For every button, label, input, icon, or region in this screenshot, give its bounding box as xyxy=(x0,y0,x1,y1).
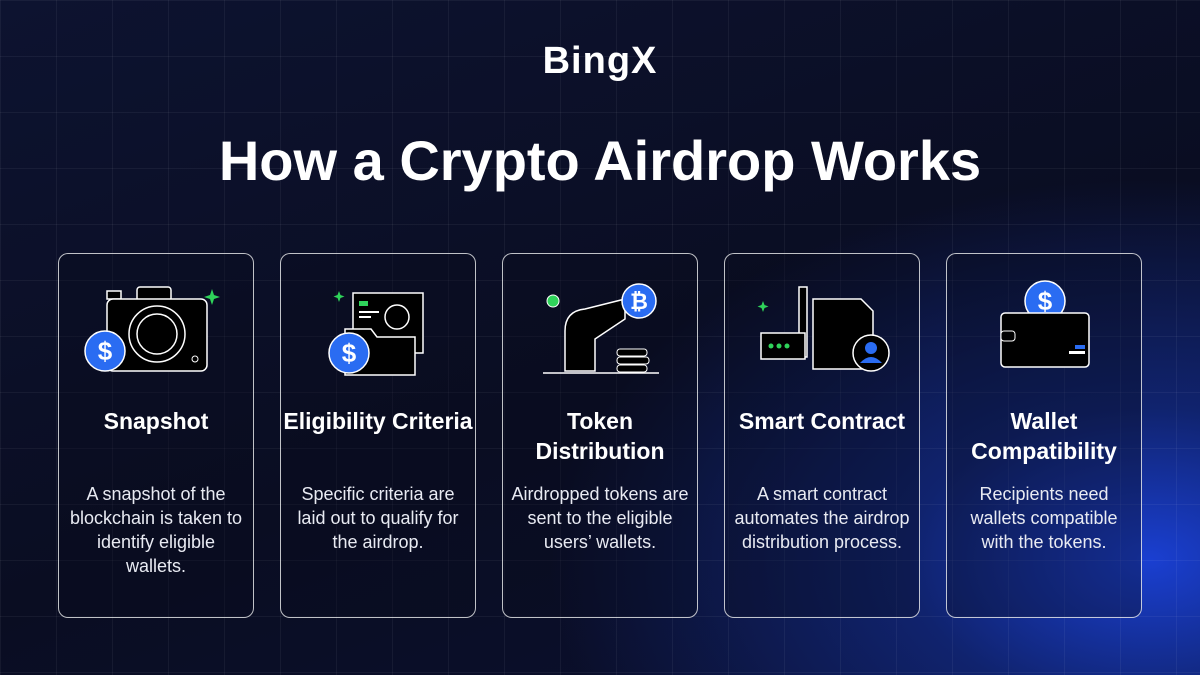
svg-text:$: $ xyxy=(98,336,113,366)
card-token-distribution: ₿ Token Distribution Airdropped tokens a… xyxy=(502,253,698,618)
page-title: How a Crypto Airdrop Works xyxy=(218,129,982,192)
card-wallet-compatibility: $ Wallet Compatibility Recipients need w… xyxy=(946,253,1142,618)
card-title: Snapshot xyxy=(103,408,209,434)
card-title: Wallet Compatibility xyxy=(971,408,1117,464)
card-description: A smart contract automates the airdrop d… xyxy=(734,484,910,552)
card-title: Eligibility Criteria xyxy=(283,408,473,434)
card-description: A snapshot of the blockchain is taken to… xyxy=(69,484,243,576)
camera-dollar-icon: $ xyxy=(84,286,220,372)
folder-search-dollar-icon: $ xyxy=(328,291,424,376)
card-description: Airdropped tokens are sent to the eligib… xyxy=(511,484,689,552)
robot-arm-bitcoin-icon: ₿ xyxy=(543,283,659,374)
card-snapshot: $ Snapshot A snapshot of the blockchain … xyxy=(58,253,254,618)
card-description: Recipients need wallets compatible with … xyxy=(970,484,1118,552)
wallet-dollar-icon: $ xyxy=(1000,280,1090,368)
card-eligibility-criteria: $ Eligibility Criteria Specific criteria… xyxy=(280,253,476,618)
svg-text:₿: ₿ xyxy=(630,289,648,314)
svg-text:$: $ xyxy=(342,338,357,368)
bingx-logo: BingX xyxy=(542,40,658,82)
contract-user-icon xyxy=(757,286,890,372)
card-smart-contract: Smart Contract A smart contract automate… xyxy=(724,253,920,618)
svg-text:$: $ xyxy=(1038,286,1053,316)
card-title: Token Distribution xyxy=(535,408,665,464)
card-title: Smart Contract xyxy=(738,408,906,434)
card-description: Specific criteria are laid out to qualif… xyxy=(297,484,459,552)
